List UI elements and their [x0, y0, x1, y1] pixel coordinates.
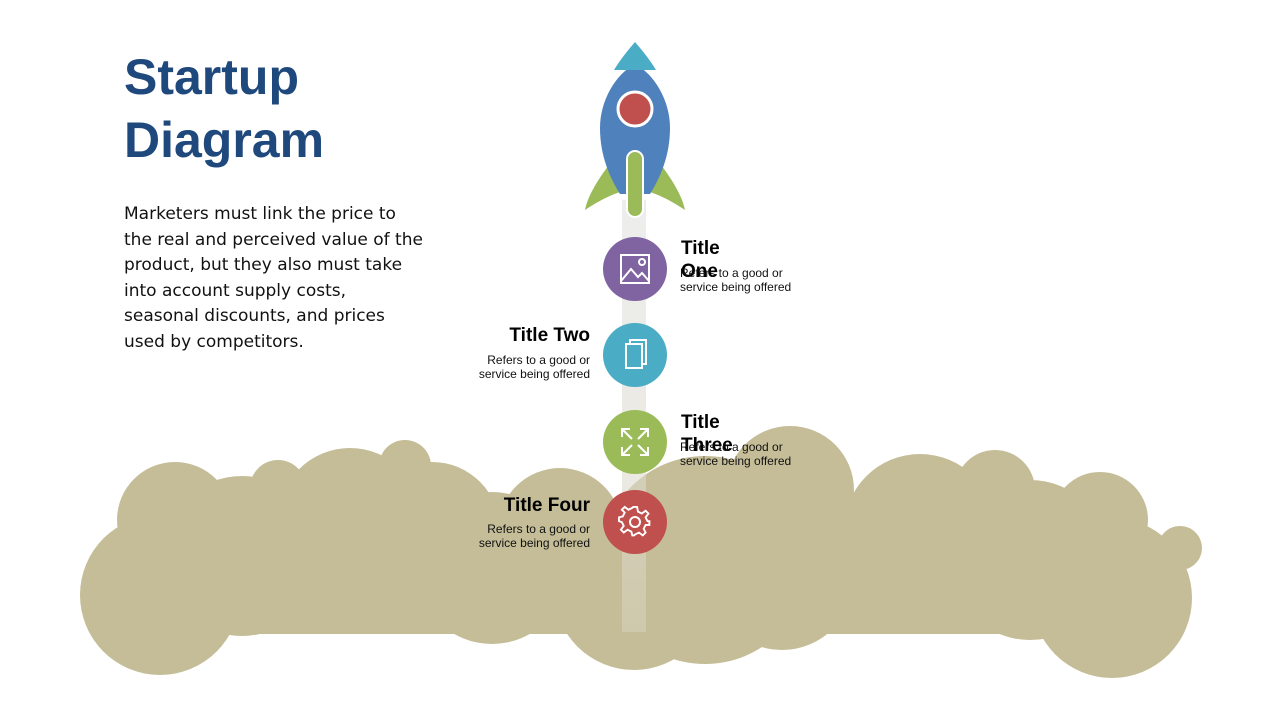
step-four-title: Title Four [503, 495, 590, 516]
step-one-description: Refers to a good or service being offere… [680, 266, 792, 294]
step-three-description: Refers to a good or service being offere… [680, 440, 792, 468]
copy-icon [625, 339, 647, 369]
image-icon [620, 254, 650, 284]
step-two-description: Refers to a good or service being offere… [478, 353, 590, 381]
step-one-circle [603, 237, 667, 301]
slide-body-text: Marketers must link the price to the rea… [124, 204, 423, 352]
step-three-circle [603, 410, 667, 474]
rocket-icon [585, 42, 685, 218]
gear-icon [618, 505, 651, 537]
step-three-title: Title Three [681, 412, 733, 456]
step-two-title: Title Two [509, 325, 590, 346]
slide-title: Startup Diagram [124, 49, 325, 168]
step-one-title: Title One [681, 238, 720, 282]
step-four-description: Refers to a good or service being offere… [478, 522, 590, 550]
expand-icon [621, 428, 649, 456]
step-two-circle [603, 323, 667, 387]
step-four-circle [603, 490, 667, 554]
cloud-shape [80, 426, 1202, 678]
